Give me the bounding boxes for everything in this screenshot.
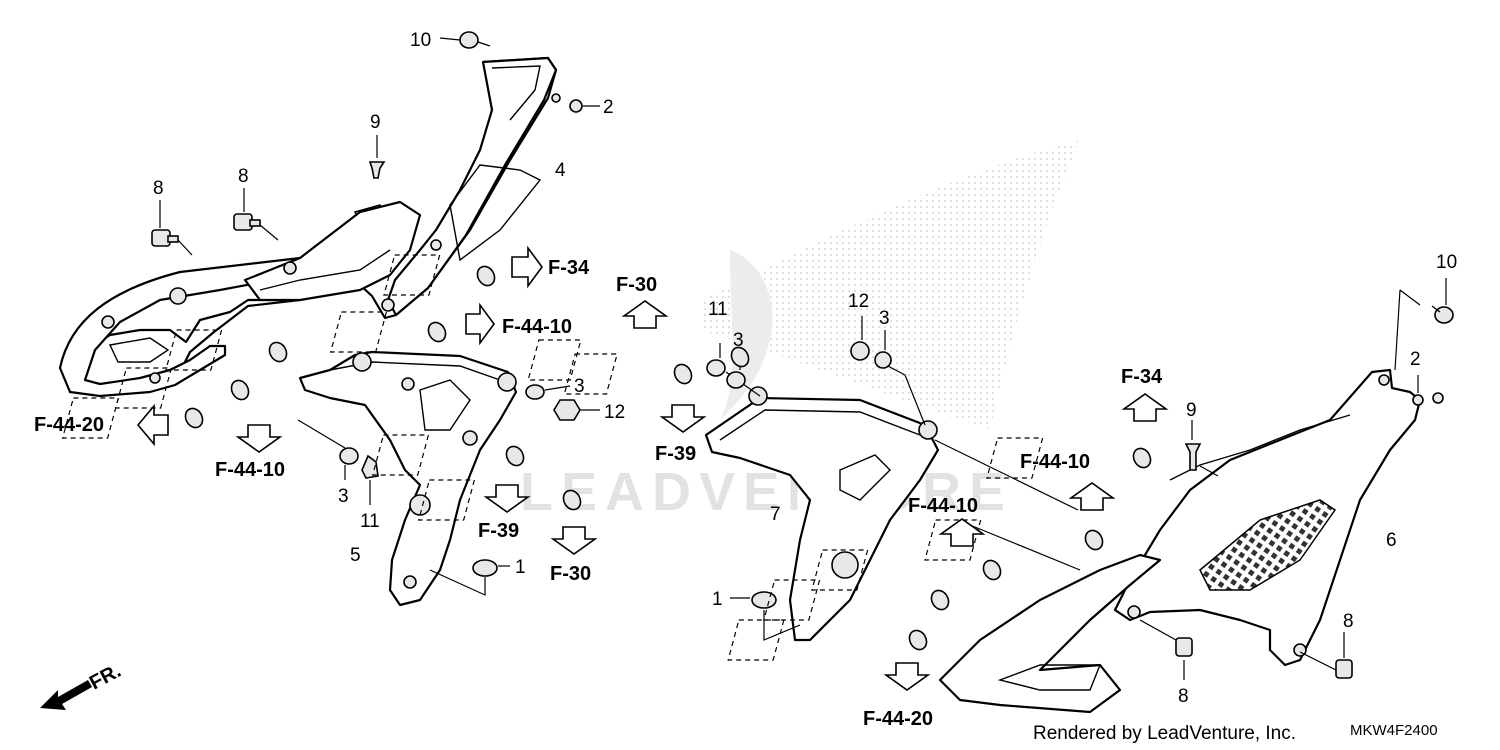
washer-3-right-b[interactable]: [874, 330, 926, 426]
callout-8-right-a: 8: [1178, 686, 1189, 707]
washer-3-right-a[interactable]: [726, 355, 746, 389]
grommet-1-left[interactable]: [429, 559, 510, 596]
callout-12-left: 12: [604, 402, 625, 423]
ref-label: F-30: [550, 563, 591, 585]
callout-numbers: 10 2 9 4 8 8 3 12 3 11 5 1 11 3 12 3 7 1…: [153, 30, 1457, 707]
bolt-8-left-b[interactable]: [233, 188, 279, 241]
callout-8-left-b: 8: [238, 166, 249, 187]
bolt-8-left-a[interactable]: [151, 200, 193, 256]
ref-label: F-44-20: [863, 708, 933, 730]
part-6-upper-shroud-right[interactable]: [938, 368, 1444, 714]
callout-2-right: 2: [1410, 349, 1421, 370]
callout-12-right: 12: [848, 291, 869, 312]
nut-12-right[interactable]: [850, 316, 870, 361]
arrow-down-f30a: [550, 526, 598, 555]
callout-9-left: 9: [370, 112, 381, 133]
callout-10-left: 10: [410, 30, 431, 51]
callout-7: 7: [770, 504, 781, 525]
ref-arrows: [136, 245, 1169, 691]
callout-3-right-a: 3: [733, 330, 744, 351]
callout-9-right: 9: [1186, 400, 1197, 421]
arrow-down-f39b: [659, 404, 707, 433]
arrow-up-f30b: [621, 300, 669, 329]
reference-labels: F-34 F-44-10 F-44-20 F-44-10 F-39 F-30 F…: [34, 257, 1163, 730]
ref-label: F-34: [1121, 366, 1163, 388]
callout-8-left-a: 8: [153, 178, 164, 199]
clip-boxes-left: [61, 254, 582, 521]
arrow-up-f4410d: [1068, 482, 1116, 511]
bolt-8-right-b[interactable]: [1299, 632, 1353, 679]
fastener-2-right[interactable]: [1412, 375, 1424, 406]
arrow-down-f39a: [483, 484, 531, 513]
fr-label: FR.: [86, 660, 125, 695]
rendered-by-credit: Rendered by LeadVenture, Inc.: [1033, 723, 1296, 744]
arrow-up-f34b: [1121, 393, 1169, 422]
callout-5: 5: [350, 545, 361, 566]
arrow-right-f4410a: [465, 302, 495, 346]
ref-label: F-44-10: [215, 459, 285, 481]
callout-11-left: 11: [360, 511, 380, 532]
front-direction-indicator: FR.: [40, 660, 125, 710]
ref-label: F-44-10: [1020, 451, 1090, 473]
callout-1-left: 1: [515, 557, 526, 578]
ref-label: F-44-10: [908, 495, 978, 517]
ref-label: F-44-20: [34, 414, 104, 436]
ref-label: F-44-10: [502, 316, 572, 338]
callout-6: 6: [1386, 530, 1397, 551]
ref-label: F-39: [478, 520, 519, 542]
nut-12-left[interactable]: [553, 399, 600, 421]
ref-label: F-30: [616, 274, 657, 296]
callout-3-left-b: 3: [338, 486, 349, 507]
fastener-9-left[interactable]: [368, 135, 386, 179]
arrow-up-f4410c: [938, 518, 986, 547]
fastener-10-right[interactable]: [1394, 278, 1454, 371]
callout-2-left: 2: [603, 97, 614, 118]
arrow-left-f4420a: [136, 403, 169, 447]
arrow-down-f4410b: [235, 424, 283, 453]
callout-8-right-b: 8: [1343, 611, 1354, 632]
fr-arrow-icon: [40, 680, 92, 710]
washer-3-left-a[interactable]: [525, 384, 571, 400]
part-4-upper-shroud-left[interactable]: [58, 56, 561, 398]
callout-10-right: 10: [1436, 252, 1457, 273]
arrow-right-f34a: [511, 245, 543, 289]
callout-11-right: 11: [708, 299, 728, 320]
callout-4: 4: [555, 160, 566, 181]
ref-label: F-39: [655, 443, 696, 465]
callout-1-right: 1: [712, 589, 723, 610]
washer-3-left-b[interactable]: [297, 419, 359, 480]
fastener-2-left[interactable]: [569, 99, 600, 113]
ref-label: F-34: [548, 257, 590, 279]
diagram-code: MKW4F2400: [1350, 722, 1438, 739]
fastener-9-right[interactable]: [1184, 420, 1219, 477]
arrow-down-f4420b: [883, 662, 931, 691]
fastener-10-left[interactable]: [439, 31, 491, 49]
callout-3-left-a: 3: [574, 376, 585, 397]
clip-boxes-right: [527, 339, 1152, 661]
nut-11-left[interactable]: [361, 454, 379, 505]
bolt-8-right-a[interactable]: [1139, 619, 1193, 680]
part-5-inner-cover-left[interactable]: [298, 350, 518, 607]
watermark: LEADVENTURE: [520, 140, 1080, 522]
callout-3-right-b: 3: [879, 308, 890, 329]
